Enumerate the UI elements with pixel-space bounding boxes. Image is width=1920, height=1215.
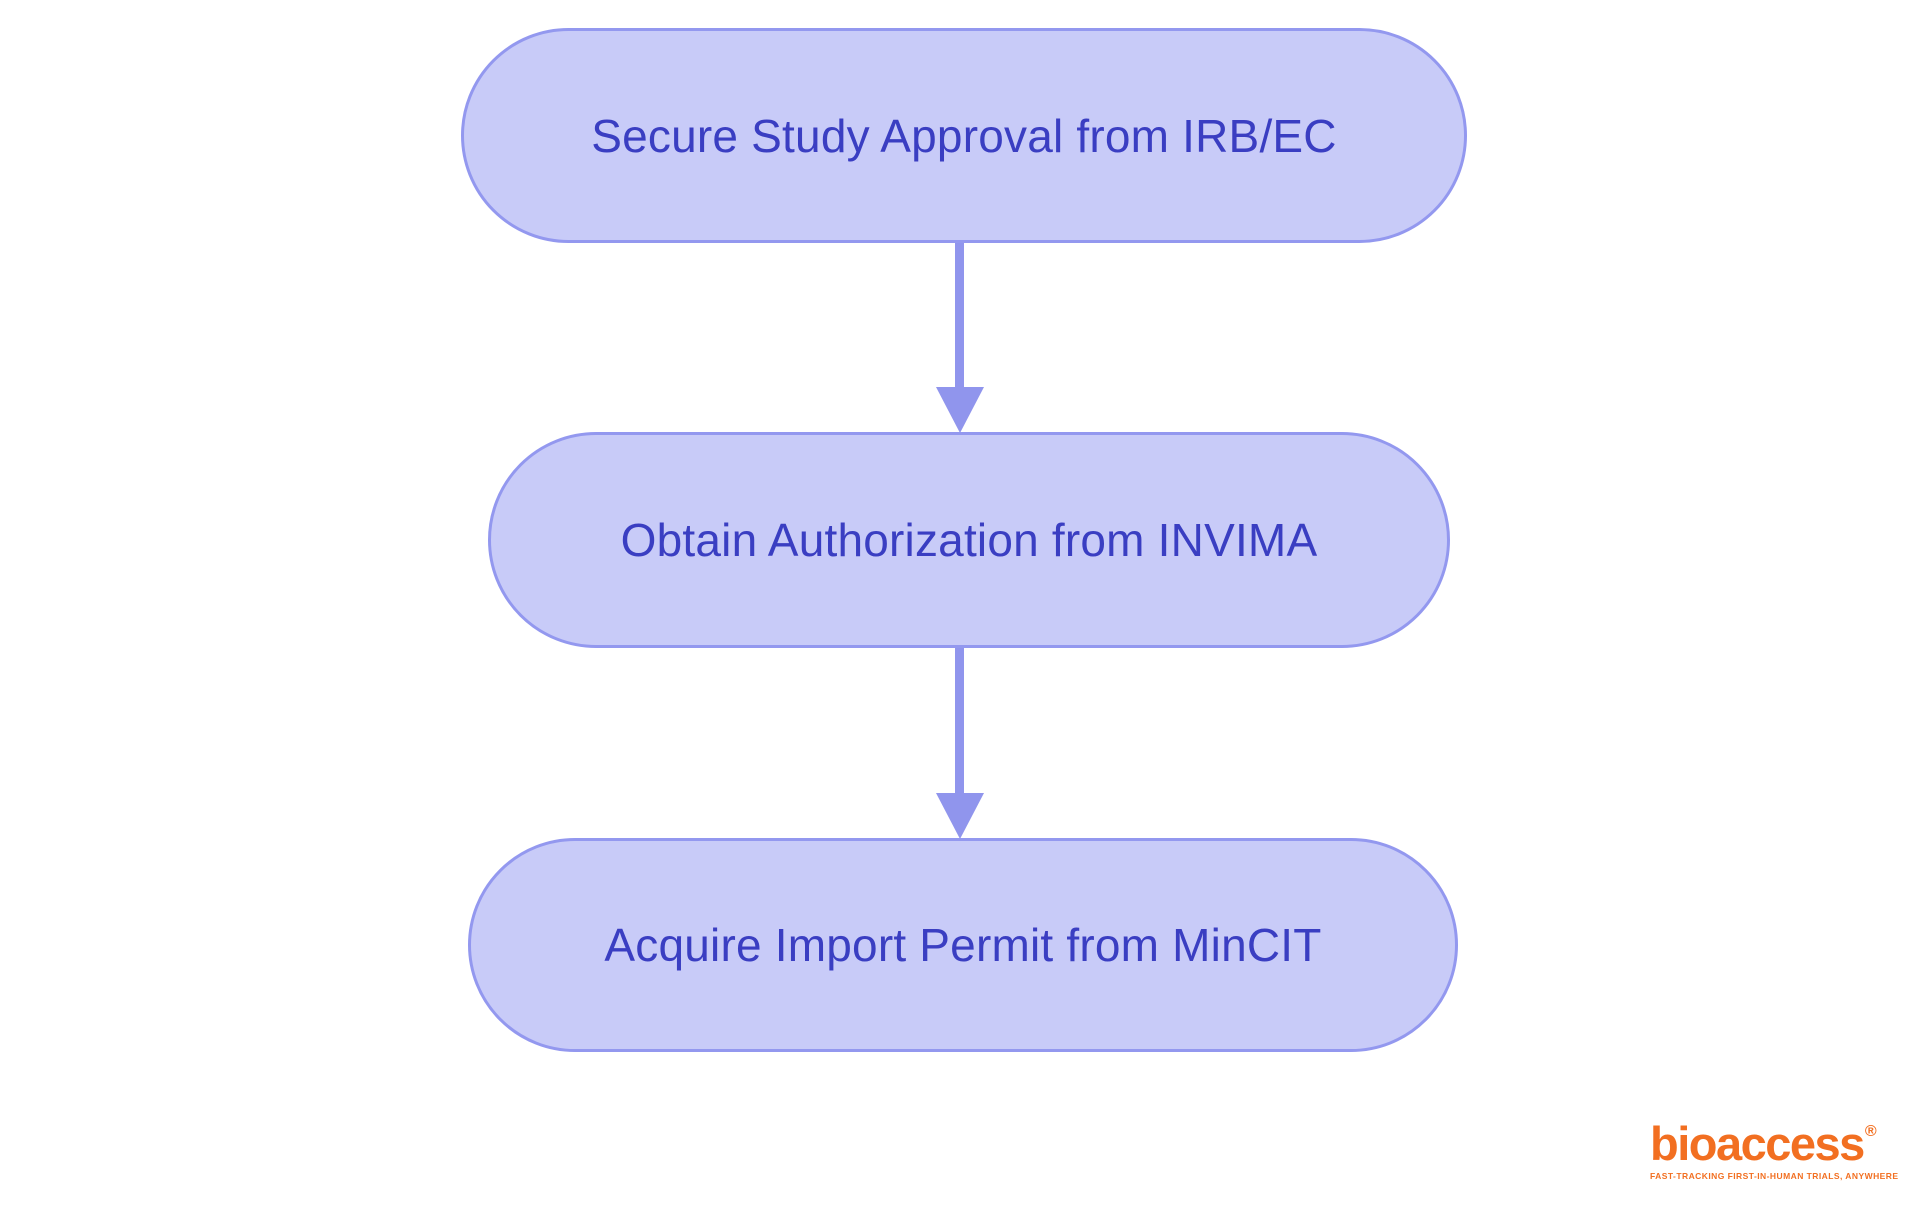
flow-node-label: Obtain Authorization from INVIMA (620, 514, 1318, 566)
flow-node-label: Secure Study Approval from IRB/EC (591, 109, 1337, 162)
logo-wordmark: bioaccess® (1650, 1120, 1898, 1167)
registered-trademark-icon: ® (1864, 1123, 1877, 1140)
flow-node-label: Acquire Import Permit from MinCIT (604, 919, 1322, 971)
flow-node-irb-ec-approval: Secure Study Approval from IRB/EC (461, 28, 1467, 243)
bioaccess-logo: bioaccess® FAST-TRACKING FIRST-IN-HUMAN … (1650, 1120, 1898, 1181)
flow-node-invima-authorization: Obtain Authorization from INVIMA (488, 432, 1450, 648)
logo-tagline: FAST-TRACKING FIRST-IN-HUMAN TRIALS, ANY… (1650, 1171, 1899, 1181)
logo-text: bioaccess (1650, 1117, 1865, 1170)
flow-node-mincit-import-permit: Acquire Import Permit from MinCIT (468, 838, 1458, 1052)
connector-line-2 (955, 648, 964, 795)
arrowhead-down-icon (936, 793, 984, 839)
connector-line-1 (955, 243, 964, 389)
arrowhead-down-icon (936, 387, 984, 433)
